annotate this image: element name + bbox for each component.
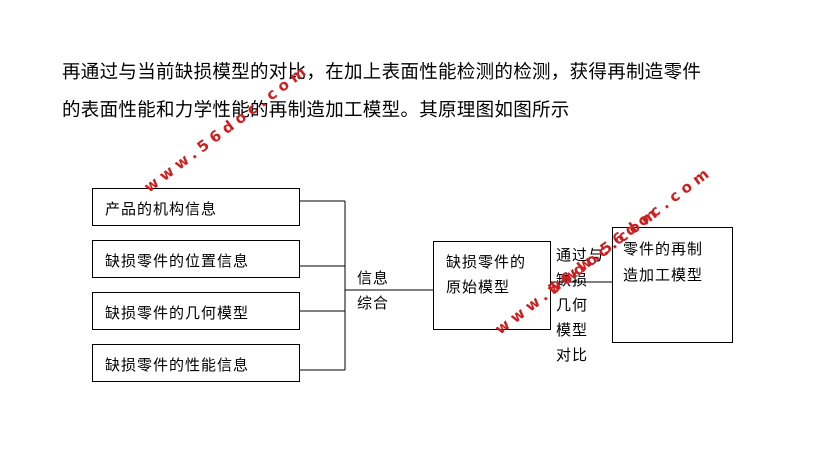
input-box-product-structure: 产品的机构信息 [92, 188, 300, 226]
input-label: 缺损零件的几何模型 [105, 304, 250, 322]
intro-paragraph: 再通过与当前缺损模型的对比，在加上表面性能检测的检测，获得再制造零件 的表面性能… [62, 54, 782, 130]
input-box-defect-geometry: 缺损零件的几何模型 [92, 292, 300, 330]
paragraph-line-1: 再通过与当前缺损模型的对比，在加上表面性能检测的检测，获得再制造零件 [62, 62, 702, 83]
input-label: 产品的机构信息 [105, 200, 218, 218]
paragraph-line-2: 的表面性能和力学性能的再制造加工模型。其原理图如图所示 [62, 100, 570, 121]
input-box-defect-performance: 缺损零件的性能信息 [92, 344, 300, 382]
input-label: 缺损零件的性能信息 [105, 356, 250, 374]
remanufacturing-model-box: 零件的再制 造加工模型 [612, 227, 733, 343]
merge-label: 信息 综合 [357, 269, 390, 312]
original-model-box: 缺损零件的 原始模型 [433, 241, 551, 330]
input-label: 缺损零件的位置信息 [105, 252, 250, 270]
compare-label: 通过与 缺损 几何 模型 对比 [556, 246, 605, 364]
input-box-defect-position: 缺损零件的位置信息 [92, 240, 300, 278]
